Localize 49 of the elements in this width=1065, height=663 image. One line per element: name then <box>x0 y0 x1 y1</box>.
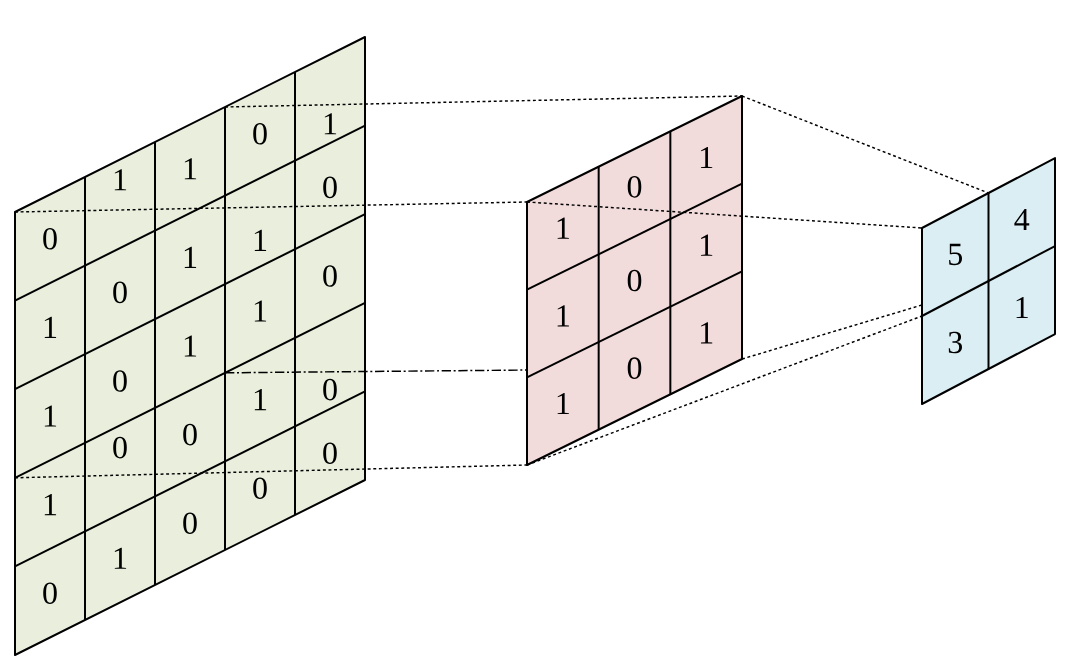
cell-value: 0 <box>627 176 642 198</box>
cell-value: 0 <box>627 269 642 292</box>
grid-drawing <box>526 95 743 466</box>
cell-value: 1 <box>184 158 197 180</box>
cell-value: 1 <box>701 322 713 344</box>
cell-value: 1 <box>701 234 713 256</box>
cell-value: 1 <box>184 335 197 357</box>
cell-value: 0 <box>323 442 337 464</box>
cell-value: 0 <box>323 176 337 199</box>
projection-line <box>224 369 528 374</box>
cell-value: 1 <box>557 217 569 239</box>
projection-line <box>741 95 990 194</box>
projection-line <box>14 464 528 479</box>
cell-value: 0 <box>253 477 267 499</box>
cell-value: 1 <box>114 547 127 569</box>
cell-value: 1 <box>1016 296 1028 319</box>
cell-value: 0 <box>323 265 337 287</box>
cell-value: 1 <box>254 229 267 251</box>
cell-value: 1 <box>557 305 569 327</box>
projection-line <box>14 201 528 213</box>
cell-value: 3 <box>948 331 962 354</box>
cell-value: 0 <box>43 228 57 250</box>
cell-value: 1 <box>254 300 267 322</box>
projection-line <box>741 304 923 360</box>
cell-value: 0 <box>183 512 197 534</box>
cell-value: 1 <box>44 405 57 427</box>
cell-value: 1 <box>44 316 57 338</box>
grid-drawing <box>14 36 366 656</box>
cell-value: 0 <box>627 357 642 379</box>
cell-value: 1 <box>324 113 337 135</box>
projection-line <box>526 315 923 466</box>
cell-value: 1 <box>557 392 569 415</box>
grid-drawing <box>921 157 1056 405</box>
cell-value: 0 <box>43 582 57 604</box>
cell-value: 0 <box>113 281 127 304</box>
cell-value: 0 <box>323 378 337 401</box>
projection-line <box>224 95 743 108</box>
cell-value: 1 <box>114 169 127 191</box>
cell-value: 5 <box>949 243 962 266</box>
cell-value: 0 <box>253 123 267 145</box>
cell-value: 1 <box>254 389 267 411</box>
cell-value: 1 <box>701 146 713 169</box>
cell-value: 0 <box>183 423 197 446</box>
cell-value: 4 <box>1014 209 1030 231</box>
cell-value: 0 <box>113 436 127 459</box>
cell-value: 0 <box>113 370 127 392</box>
cell-value: 1 <box>44 494 57 516</box>
projection-line <box>526 201 923 229</box>
cell-value: 1 <box>184 246 197 268</box>
